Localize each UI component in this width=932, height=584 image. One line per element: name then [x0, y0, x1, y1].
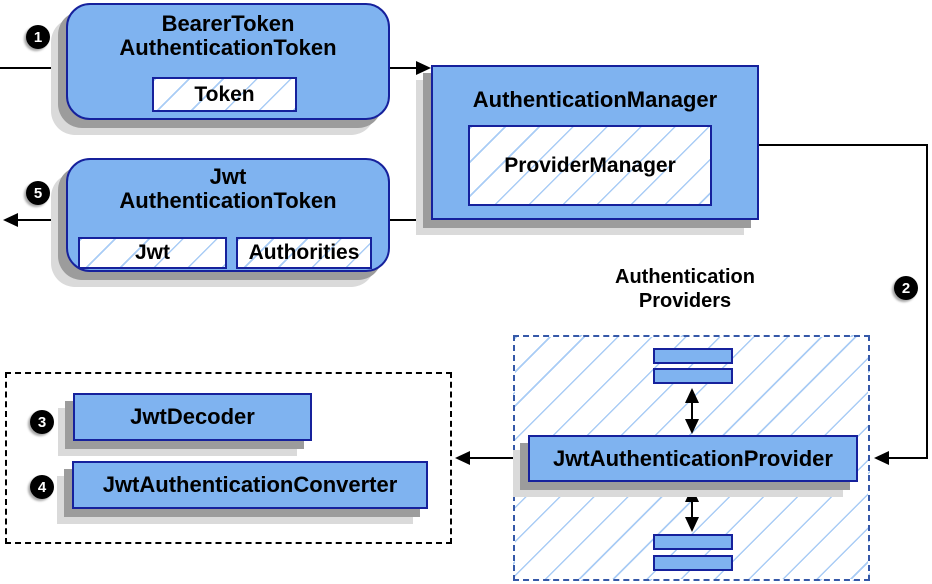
authentication-providers-label-line2: Providers	[638, 290, 732, 312]
step-2-marker: 2	[894, 276, 918, 300]
step-5-marker: 5	[26, 181, 50, 205]
provider-stack-bar	[653, 555, 733, 571]
jwt-components-container	[5, 372, 452, 544]
step-3-marker: 3	[30, 410, 54, 434]
jwt-token-title-line1: Jwt	[209, 164, 247, 189]
provider-stack-bar	[653, 368, 733, 384]
bearer-to-manager-arrow	[389, 61, 431, 75]
provider-manager-box: ProviderManager	[468, 125, 712, 206]
jwt-field-box: Jwt	[78, 237, 227, 269]
bearer-token-title-line1: BearerToken	[161, 11, 295, 36]
jwt-authentication-provider-box: JwtAuthenticationProvider	[528, 435, 858, 482]
step5-outgoing-arrow	[3, 213, 66, 227]
jwt-token-title-line2: AuthenticationToken	[119, 188, 337, 213]
step-1-marker: 1	[26, 25, 50, 49]
authorities-field-box: Authorities	[236, 237, 372, 269]
jwt-authentication-converter-box: JwtAuthenticationConverter	[72, 461, 428, 509]
authentication-manager-title: AuthenticationManager	[472, 87, 718, 112]
jwt-decoder-box: JwtDecoder	[73, 393, 312, 441]
step-4-marker: 4	[30, 475, 54, 499]
authentication-providers-label-line1: Authentication	[615, 266, 755, 288]
provider-stack-bar	[653, 348, 733, 364]
authentication-providers-label: Authentication Providers	[575, 265, 795, 313]
provider-stack-bar	[653, 534, 733, 550]
token-field-box: Token	[152, 77, 297, 112]
bearer-token-title-line2: AuthenticationToken	[119, 35, 337, 60]
